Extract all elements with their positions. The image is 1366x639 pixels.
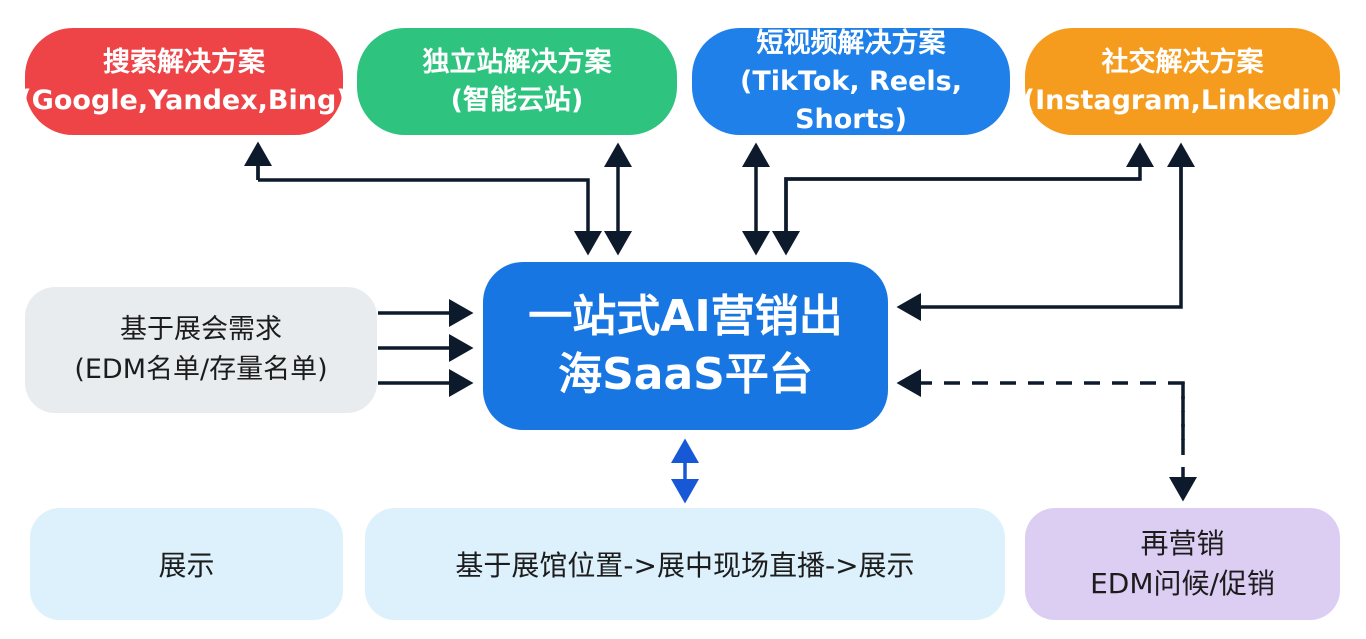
social-solution-title: 社交解决方案 (1101, 46, 1264, 78)
site-solution-box: 独立站解决方案 (智能云站) (357, 28, 677, 135)
video-solution-sub: (TikTok, Reels, Shorts) (740, 65, 962, 135)
left-line2: (EDM名单/存量名单) (74, 354, 328, 385)
search-solution-sub: (Google,Yandex,Bing) (19, 84, 349, 116)
live-label: 基于展馆位置->展中现场直播->展示 (455, 549, 915, 582)
social-solution-sub: (Instagram,Linkedin) (1022, 84, 1343, 116)
arrow-search (256, 145, 588, 252)
remarketing-box: 再营销 EDM问候/促销 (1025, 508, 1340, 620)
remarketing-line2: EDM问候/促销 (1090, 567, 1275, 600)
center-line1: 一站式AI营销出 (528, 291, 843, 342)
site-solution-sub: (智能云站) (450, 84, 584, 116)
arrow-remarketing-dashed (896, 369, 1185, 440)
search-solution-title: 搜索解决方案 (103, 46, 265, 78)
show-box: 展示 (30, 508, 343, 620)
video-solution-title: 短视频解决方案 (756, 27, 946, 59)
saas-platform-box: 一站式AI营销出海SaaS平台 (483, 262, 888, 430)
site-solution-title: 独立站解决方案 (422, 46, 612, 78)
search-solution-box: 搜索解决方案 (Google,Yandex,Bing) (19, 28, 349, 135)
expo-demand-box: 基于展会需求 (EDM名单/存量名单) (25, 287, 377, 413)
social-solution-box: 社交解决方案 (Instagram,Linkedin) (1022, 28, 1343, 135)
left-line1: 基于展会需求 (120, 314, 282, 345)
show-label: 展示 (158, 549, 215, 582)
remarketing-line1: 再营销 (1140, 527, 1225, 560)
center-line2: 海SaaS平台 (558, 349, 813, 400)
arrow-social-1 (784, 142, 1154, 252)
video-solution-box: 短视频解决方案 (TikTok, Reels, Shorts) (692, 28, 1010, 135)
live-stream-box: 基于展馆位置->展中现场直播->展示 (365, 508, 1005, 620)
